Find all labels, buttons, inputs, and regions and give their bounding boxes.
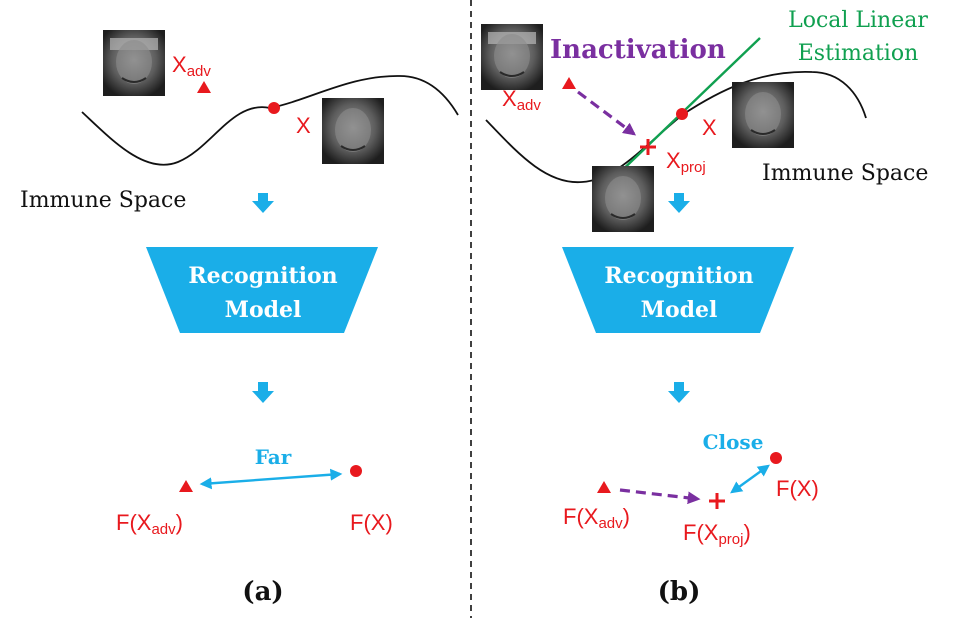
f-x-adv-label-b: F(Xadv) [563, 504, 630, 532]
face-image-proj-b [592, 166, 654, 232]
down-arrow-icon-b2 [668, 382, 690, 403]
f-x-adv-triangle-a [179, 480, 193, 492]
far-label: Far [255, 445, 292, 469]
f-x-adv-label-a: F(Xadv) [116, 510, 183, 538]
panel-a: Xadv X Immune Space Recognition Model Fa… [20, 30, 459, 607]
model-label-b-line1: Recognition [604, 263, 753, 289]
face-image-adv-b [481, 24, 543, 90]
inactivation-label: Inactivation [550, 35, 726, 65]
x-adv-triangle-a [197, 81, 211, 93]
f-x-proj-label-b: F(Xproj) [683, 520, 751, 548]
face-image-clean-b [732, 82, 794, 148]
inactivation-arrow [577, 90, 637, 136]
caption-b: (b) [658, 577, 701, 607]
local-linear-label-line1: Local Linear [788, 8, 928, 33]
x-adv-label-a: Xadv [172, 52, 211, 80]
immune-space-label-b: Immune Space [762, 161, 928, 186]
local-linear-line [611, 37, 761, 181]
model-label-a-line1: Recognition [188, 263, 337, 289]
close-double-arrow [730, 464, 770, 494]
f-x-label-b: F(X) [776, 476, 819, 501]
face-image-adv-a [103, 30, 165, 96]
model-label-b-line2: Model [641, 297, 718, 323]
x-label-a: X [296, 113, 311, 138]
x-point-a [268, 102, 280, 114]
model-label-a-line2: Model [225, 297, 302, 323]
down-arrow-icon-a1 [252, 193, 274, 213]
f-x-point-a [350, 465, 362, 477]
immune-space-label-a: Immune Space [20, 188, 186, 213]
x-adv-label-b: Xadv [502, 86, 541, 114]
f-x-label-a: F(X) [350, 510, 393, 535]
f-x-proj-cross [709, 493, 725, 509]
recognition-model-b [562, 247, 794, 333]
down-arrow-icon-b1 [668, 193, 690, 213]
x-label-b: X [702, 115, 717, 140]
recognition-model-a [146, 247, 378, 333]
x-proj-cross [640, 139, 656, 155]
local-linear-label-line2: Estimation [798, 41, 919, 66]
immune-space-curve-a [81, 75, 459, 166]
face-image-clean-a [322, 98, 384, 164]
f-x-point-b [770, 452, 782, 464]
close-label: Close [703, 430, 764, 454]
caption-a: (a) [242, 577, 283, 607]
projection-arrow [619, 488, 701, 505]
f-x-adv-triangle-b [597, 481, 611, 493]
x-adv-triangle-b [562, 77, 576, 89]
x-proj-label-b: Xproj [666, 148, 706, 176]
far-double-arrow [199, 468, 343, 490]
down-arrow-icon-a2 [252, 382, 274, 403]
panel-b: Local Linear Estimation Inactivation Xad… [481, 8, 928, 607]
x-point-b [676, 108, 688, 120]
